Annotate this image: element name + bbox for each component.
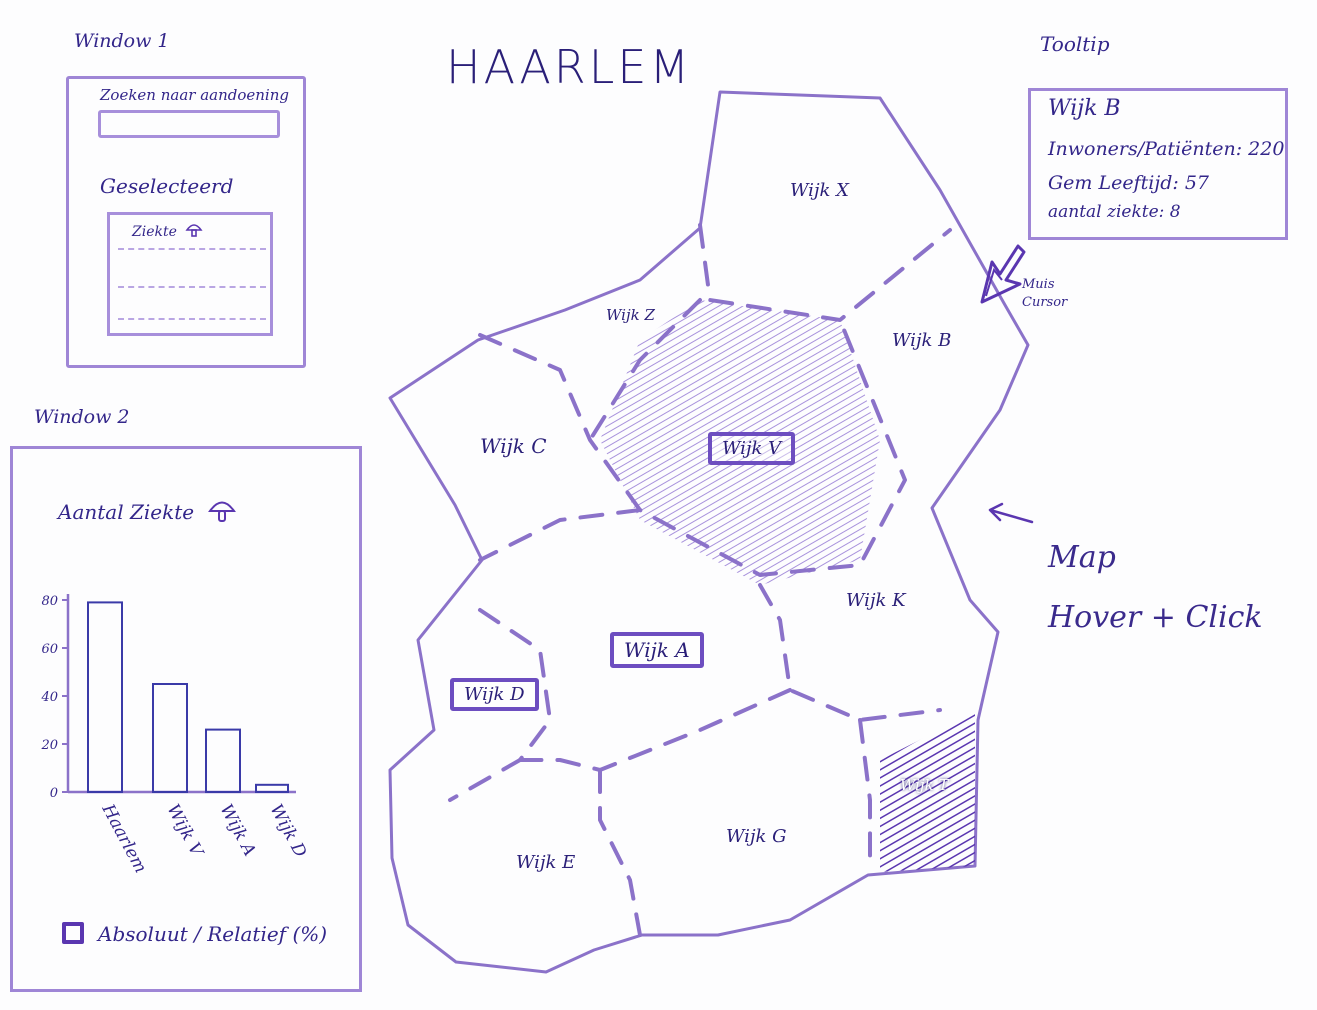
selected-label: Geselecteerd	[100, 174, 234, 198]
district-d[interactable]: Wijk D	[450, 678, 539, 711]
border-line	[598, 768, 642, 937]
border-line	[518, 688, 792, 772]
district-b[interactable]: Wijk B	[892, 330, 952, 351]
district-v[interactable]: Wijk V	[708, 432, 796, 465]
map-annotation: Map Hover + Click	[1048, 528, 1308, 648]
border-line	[698, 223, 952, 322]
toggle-label: Absoluut / Relatief (%)	[98, 922, 328, 946]
district-c[interactable]: Wijk C	[480, 434, 547, 458]
window1-panel	[66, 76, 306, 368]
border-line	[478, 318, 907, 577]
chart-title: Aantal Ziekte	[58, 498, 237, 529]
district-t[interactable]: Wijk T	[900, 776, 949, 794]
tooltip-title: Tooltip	[1040, 32, 1110, 56]
tooltip-panel	[1028, 88, 1288, 240]
search-label: Zoeken naar aandoening	[100, 86, 289, 104]
tooltip-disease-count: aantal ziekte: 8	[1048, 202, 1181, 222]
district-z[interactable]: Wijk Z	[606, 306, 655, 324]
chart-title-text: Aantal Ziekte	[58, 500, 195, 524]
border-line	[588, 298, 702, 442]
selected-item[interactable]: Ziekte	[132, 222, 203, 242]
window1-title: Window 1	[74, 30, 170, 52]
map-title: HAARLEM	[446, 40, 693, 94]
district-a[interactable]: Wijk A	[610, 632, 704, 668]
window2-panel	[10, 446, 362, 992]
absolute-relative-toggle[interactable]	[62, 922, 84, 944]
arrow-left-icon	[988, 502, 1034, 524]
mouse-cursor-icon	[980, 244, 1026, 304]
map-annotation-line1: Map	[1048, 540, 1116, 575]
list-row-divider	[118, 318, 266, 320]
map-annotation-line2: Hover + Click	[1048, 600, 1263, 635]
tooltip-district: Wijk B	[1048, 96, 1121, 121]
window2-title: Window 2	[34, 406, 130, 428]
district-e[interactable]: Wijk E	[516, 852, 576, 873]
selected-item-label: Ziekte	[132, 224, 177, 240]
cursor-annotation: Muis Cursor	[1022, 277, 1068, 310]
mushroom-icon	[208, 498, 237, 529]
selected-list	[107, 212, 273, 336]
map-outline	[388, 90, 1030, 974]
district-x[interactable]: Wijk X	[790, 180, 849, 201]
mushroom-icon	[185, 222, 203, 242]
border-line	[448, 608, 552, 802]
border-line	[478, 508, 642, 562]
search-input[interactable]	[98, 110, 280, 138]
tooltip-avg-age: Gem Leeftijd: 57	[1048, 172, 1209, 194]
list-row-divider	[118, 286, 266, 288]
border-line	[858, 718, 872, 872]
tooltip-inhabitants: Inwoners/Patiënten: 220	[1048, 138, 1285, 160]
list-row-divider	[118, 248, 266, 250]
district-g[interactable]: Wijk G	[726, 826, 787, 847]
district-t-area[interactable]	[880, 712, 975, 872]
district-k[interactable]: Wijk K	[846, 590, 906, 611]
district-v-area[interactable]	[600, 300, 880, 585]
